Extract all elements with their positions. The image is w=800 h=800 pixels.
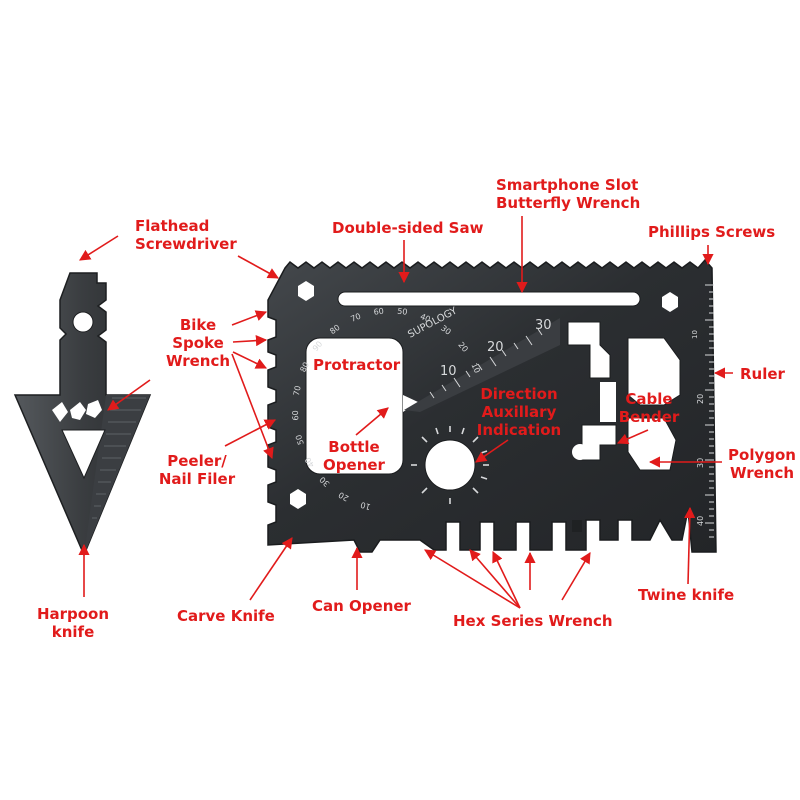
protractor-mark: 60: [373, 307, 384, 317]
protractor-mark: 70: [349, 312, 362, 324]
scale-mark-20: 20: [487, 340, 504, 355]
label-line: Nail Filer: [158, 470, 236, 488]
protractor-mark: 10: [359, 500, 371, 511]
protractor-mark: 70: [292, 385, 303, 397]
label-flathead-screwdriver: Flathead Screwdriver: [135, 217, 237, 253]
ruler-mark-20: 20: [696, 394, 705, 404]
protractor-mark: 50: [397, 307, 408, 317]
harpoon-tool: [13, 272, 152, 557]
label-bike-spoke-wrench: Bike Spoke Wrench: [160, 316, 236, 370]
protractor-mark: 40: [419, 312, 432, 324]
label-harpoon-knife: Harpoon knife: [28, 605, 118, 641]
label-line: Wrench: [165, 352, 231, 370]
label-line: Auxillary: [481, 403, 557, 421]
label-line: Screwdriver: [135, 235, 237, 253]
label-line: Flathead: [135, 217, 210, 235]
protractor-mark: 50: [294, 434, 306, 446]
label-polygon-wrench: Polygon Wrench: [724, 446, 800, 482]
label-line: Spoke: [172, 334, 224, 352]
label-line: Bike: [179, 316, 217, 334]
protractor-mark: 20: [337, 490, 350, 503]
label-carve-knife: Carve Knife: [177, 607, 275, 625]
label-ruler: Ruler: [740, 365, 785, 383]
ruler-mark-30: 30: [696, 458, 705, 468]
label-line: Bottle: [328, 438, 380, 456]
label-double-sided-saw: Double-sided Saw: [332, 219, 484, 237]
label-line: Direction: [480, 385, 558, 403]
label-protractor: Protractor: [313, 356, 401, 374]
label-bottle-opener: Bottle Opener: [318, 438, 390, 474]
label-hex-series-wrench: Hex Series Wrench: [453, 612, 613, 630]
label-line: Harpoon: [36, 605, 110, 623]
label-peeler-nail-filer: Peeler/ Nail Filer: [152, 452, 242, 488]
ruler-mark-10: 10: [691, 330, 699, 339]
protractor-mark: 60: [291, 410, 301, 421]
label-cable-bender: Cable Bender: [612, 390, 686, 426]
label-direction-indication: Direction Auxillary Indication: [468, 385, 570, 439]
label-smartphone-slot: Smartphone Slot Butterfly Wrench: [496, 176, 640, 212]
callout-arrows: [78, 216, 733, 609]
label-twine-knife: Twine knife: [638, 586, 735, 604]
label-line: Cable: [625, 390, 673, 408]
label-line: Bender: [618, 408, 680, 426]
label-line: Peeler/: [167, 452, 227, 470]
label-line: Smartphone Slot: [496, 176, 639, 194]
ruler-mark-40: 40: [696, 516, 705, 526]
label-line: Indication: [476, 421, 562, 439]
scale-mark-10: 10: [440, 364, 457, 379]
multitool-card: SUPOLOGY 10 20 30 10 20 30 40 1020304050…: [267, 258, 717, 553]
label-line: Polygon: [728, 446, 796, 464]
label-can-opener: Can Opener: [312, 597, 411, 615]
protractor-mark: 10: [469, 362, 481, 375]
label-phillips-screws: Phillips Screws: [648, 223, 776, 241]
scale-mark-30: 30: [535, 318, 552, 333]
label-line: Wrench: [729, 464, 795, 482]
label-line: knife: [51, 623, 95, 641]
protractor-mark: 80: [298, 361, 311, 374]
label-line: Opener: [323, 456, 385, 474]
label-line: Butterfly Wrench: [496, 194, 641, 212]
